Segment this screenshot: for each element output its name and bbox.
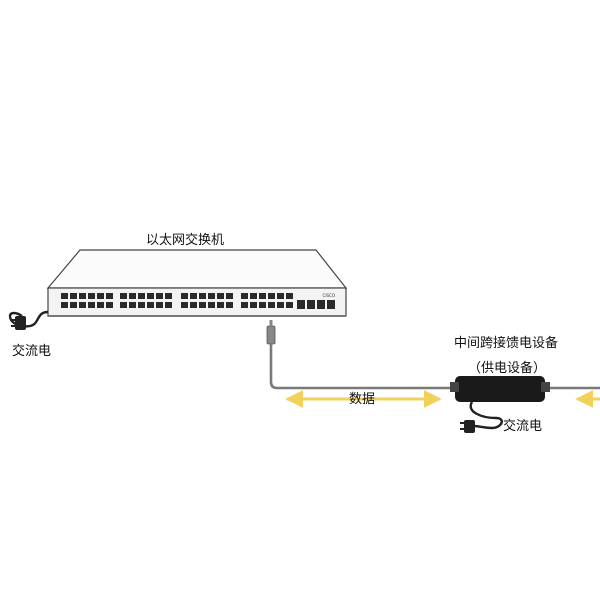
ethernet-switch: CISCO (46, 249, 348, 317)
left-power-cable (8, 310, 49, 330)
plug-icon (464, 420, 475, 433)
rj45-port (226, 302, 233, 308)
rj45-port (88, 302, 95, 308)
rj45-port (217, 293, 224, 299)
sfp-port (327, 300, 335, 309)
rj45-port (147, 302, 154, 308)
right-power-cable (460, 401, 503, 433)
rj45-port (241, 293, 248, 299)
rj45-port (199, 293, 206, 299)
rj45-port (120, 302, 127, 308)
rj45-port (277, 302, 284, 308)
rj45-port (165, 293, 172, 299)
data-label: 数据 (349, 392, 376, 407)
rj45-port (250, 293, 257, 299)
rj45-port (165, 302, 172, 308)
rj45-port (286, 302, 293, 308)
midspan-injector (450, 376, 600, 402)
rj45-port (286, 293, 293, 299)
rj45-port (120, 293, 127, 299)
rj45-port (268, 293, 275, 299)
injector-subtitle-label: （供电设备） (468, 361, 547, 376)
injector-port-left (450, 382, 459, 392)
rj45-port (277, 293, 284, 299)
rj45-port (138, 302, 145, 308)
rj45-port (156, 293, 163, 299)
rj45-port (70, 302, 77, 308)
switch-brand-logo: CISCO (323, 293, 335, 298)
rj45-port (156, 302, 163, 308)
rj45-port (88, 293, 95, 299)
rj45-port (97, 302, 104, 308)
plug-icon (15, 316, 26, 330)
rj45-port (147, 293, 154, 299)
rj45-port (217, 302, 224, 308)
sfp-port (307, 300, 315, 309)
rj45-port (259, 293, 266, 299)
rj45-port (259, 302, 266, 308)
rj45-port (250, 302, 257, 308)
rj45-port (190, 302, 197, 308)
rj45-port (106, 302, 113, 308)
rj45-port (129, 302, 136, 308)
data-cable (266, 320, 456, 390)
injector-body (455, 376, 545, 402)
rj45-port (79, 302, 86, 308)
rj45-port (70, 293, 77, 299)
injector-title-label: 中间跨接馈电设备 (454, 336, 559, 351)
rj45-port (199, 302, 206, 308)
switch-label: 以太网交换机 (146, 233, 225, 248)
rj45-port (268, 302, 275, 308)
rj45-port (97, 293, 104, 299)
sfp-port (317, 300, 325, 309)
ac-power-label-left: 交流电 (12, 344, 52, 359)
rj45-port (241, 302, 248, 308)
rj45-port (106, 293, 113, 299)
rj45-port (138, 293, 145, 299)
rj45-port (79, 293, 86, 299)
switch-sfp-ports (297, 300, 335, 309)
rj45-port (61, 293, 68, 299)
rj45-port (208, 302, 215, 308)
switch-port-grid (61, 293, 293, 308)
rj45-port (226, 293, 233, 299)
injector-port-right (541, 382, 550, 392)
switch-top-surface (46, 249, 348, 289)
sfp-port (297, 300, 305, 309)
ac-power-label-right: 交流电 (503, 419, 543, 434)
rj45-port (61, 302, 68, 308)
rj45-port (129, 293, 136, 299)
rj45-port (181, 302, 188, 308)
rj45-port (181, 293, 188, 299)
rj45-port (208, 293, 215, 299)
rj45-port (190, 293, 197, 299)
rj45-connector-icon (266, 325, 276, 345)
